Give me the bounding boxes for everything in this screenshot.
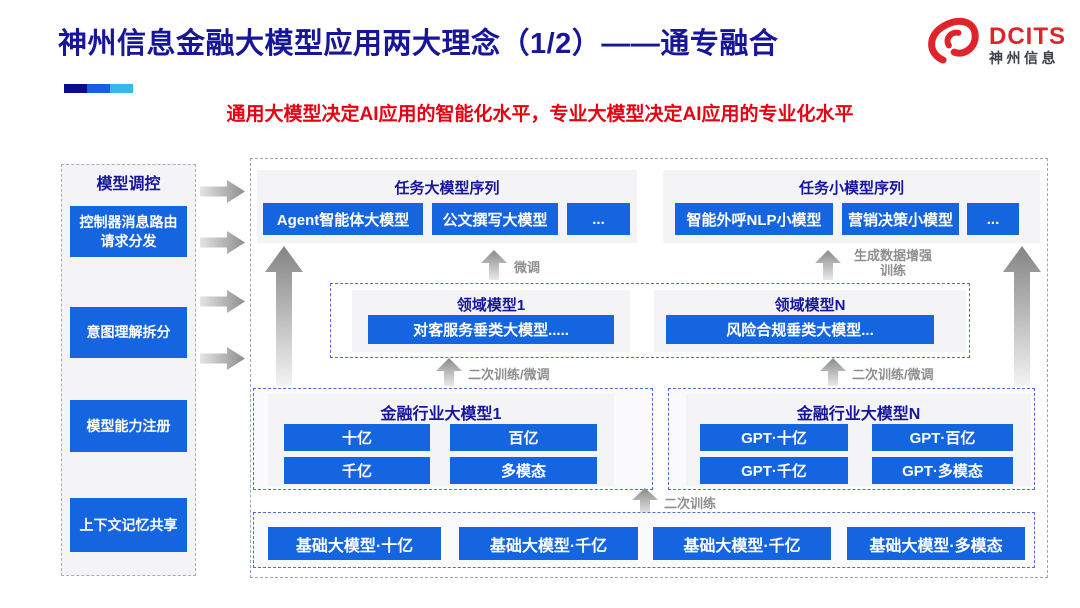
node-task-small-more: ...: [967, 203, 1019, 235]
sidebar-node-context: 上下文记忆共享: [70, 498, 187, 552]
brand-logo: DCITS 神州信息: [923, 16, 1066, 73]
node-base-model-hundred-billion-2: 基础大模型·千亿: [653, 527, 831, 560]
sidebar-node-intent: 意图理解拆分: [70, 307, 187, 358]
flow-arrow-up-icon: [632, 488, 658, 515]
node-billion: 十亿: [284, 424, 430, 451]
node-gpt-hundred-billion: GPT·千亿: [700, 457, 848, 484]
node-task-large-more: ...: [567, 203, 630, 235]
flow-arrow-up-icon: [481, 250, 507, 280]
gen-data-augment-label: 生成数据增强 训练: [843, 248, 943, 279]
flow-arrow-up-icon: [820, 358, 846, 386]
node-document-writing-model: 公文撰写大模型: [432, 203, 558, 235]
model-control-title: 模型调控: [96, 176, 161, 193]
node-ten-billion: 百亿: [450, 424, 597, 451]
node-multimodal: 多模态: [450, 457, 597, 484]
node-agent-large-model: Agent智能体大模型: [263, 203, 423, 235]
accent-bar: [64, 84, 133, 93]
flow-arrow-right-icon: [200, 180, 245, 203]
swirl-icon: [923, 16, 983, 73]
node-hundred-billion: 千亿: [284, 457, 430, 484]
node-gpt-multimodal: GPT·多模态: [872, 457, 1013, 484]
node-gpt-billion: GPT·十亿: [700, 424, 848, 451]
finetune-label: 微调: [514, 260, 541, 275]
accent-segment-dark: [64, 84, 87, 93]
sidebar-node-router: 控制器消息路由请求分发: [70, 206, 187, 257]
retrain-finetune-label: 二次训练/微调: [852, 367, 934, 382]
flow-arrow-up-tall-icon: [1003, 246, 1041, 386]
gen-data-augment-line2: 训练: [879, 262, 906, 278]
gen-data-augment-line1: 生成数据增强: [853, 248, 932, 263]
logo-brand-text: DCITS: [989, 22, 1066, 50]
industry-model-1-title: 金融行业大模型1: [380, 406, 502, 423]
page-title: 神州信息金融大模型应用两大理念（1/2）——通专融合: [58, 28, 779, 60]
node-outbound-nlp-model: 智能外呼NLP小模型: [675, 203, 833, 235]
flow-arrow-up-tall-icon: [265, 246, 303, 386]
node-customer-service-vertical-model: 对客服务垂类大模型.....: [368, 315, 614, 344]
node-risk-compliance-vertical-model: 风险合规垂类大模型...: [666, 315, 934, 344]
sidebar-node-register: 模型能力注册: [70, 400, 187, 452]
flow-arrow-right-icon: [200, 231, 245, 254]
flow-arrow-right-icon: [200, 290, 245, 313]
task-large-model-title: 任务大模型序列: [394, 180, 500, 197]
flow-arrow-up-icon: [815, 250, 841, 280]
node-base-model-billion: 基础大模型·十亿: [268, 527, 441, 560]
accent-segment-cyan: [110, 84, 133, 93]
node-gpt-ten-billion: GPT·百亿: [872, 424, 1013, 451]
task-small-model-title: 任务小模型序列: [798, 180, 904, 197]
domain-model-1-title: 领域模型1: [456, 297, 526, 314]
retrain-label: 二次训练: [664, 496, 717, 511]
industry-model-n-title: 金融行业大模型N: [796, 406, 921, 423]
node-base-model-hundred-billion: 基础大模型·千亿: [459, 527, 638, 560]
node-base-model-multimodal: 基础大模型·多模态: [847, 527, 1025, 560]
flow-arrow-right-icon: [200, 347, 245, 370]
node-marketing-decision-model: 营销决策小模型: [842, 203, 959, 235]
accent-segment-blue: [87, 84, 110, 93]
logo-brand-cn-text: 神州信息: [989, 49, 1059, 66]
domain-model-n-title: 领域模型N: [774, 297, 846, 314]
flow-arrow-up-icon: [436, 358, 462, 386]
slide-subtitle: 通用大模型决定AI应用的智能化水平，专业大模型决定AI应用的专业化水平: [226, 104, 854, 125]
retrain-finetune-label: 二次训练/微调: [468, 367, 550, 382]
